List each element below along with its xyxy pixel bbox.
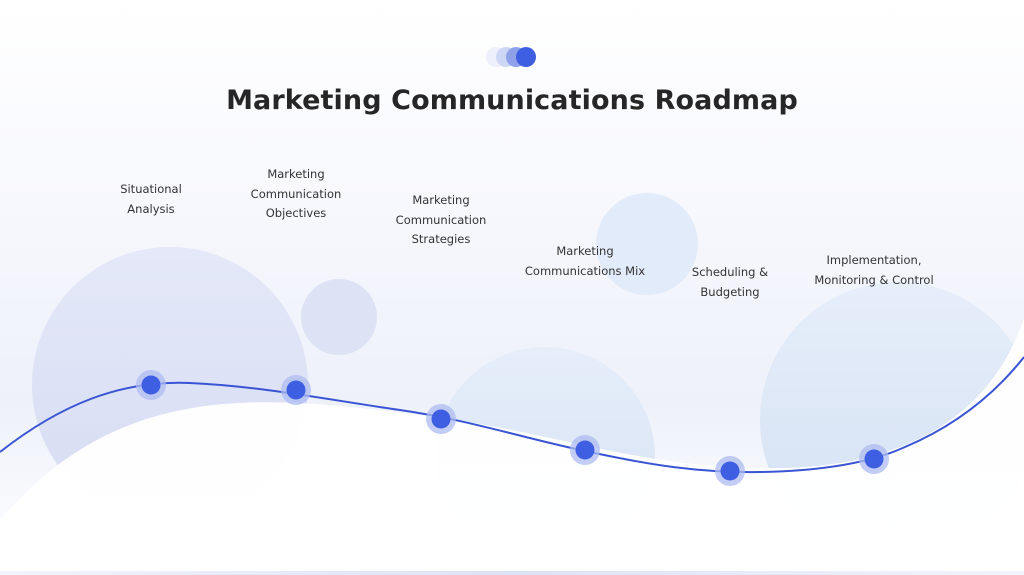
- step-label-line: Budgeting: [700, 284, 760, 299]
- step-node: [286, 380, 306, 400]
- step-label-line: Communications Mix: [524, 263, 646, 278]
- white-wave: [0, 318, 1024, 575]
- step-node: [431, 409, 451, 429]
- step-label: Implementation, Monitoring & Control: [789, 251, 959, 290]
- step-label-line: Marketing: [556, 244, 614, 258]
- step-label-line: Analysis: [127, 201, 175, 216]
- step-node: [864, 449, 884, 469]
- step-label-line: Marketing: [412, 193, 470, 207]
- step-label-line: Communication: [250, 186, 342, 201]
- step-label-line: Situational: [120, 182, 182, 196]
- step-label-line: Objectives: [265, 206, 327, 220]
- bubble-small: [301, 279, 377, 355]
- logo-dots: [486, 47, 542, 69]
- step-label-line: Monitoring & Control: [814, 272, 934, 287]
- step-label-line: Strategies: [411, 232, 471, 246]
- page-title: Marketing Communications Roadmap: [226, 85, 798, 116]
- step-label-line: Marketing: [267, 167, 325, 181]
- bubble-top: [596, 193, 698, 295]
- step-label-line: Scheduling &: [691, 265, 769, 279]
- step-node: [720, 461, 740, 481]
- step-label-line: Communication: [395, 212, 487, 227]
- logo-dot-4: [516, 47, 536, 67]
- step-node: [575, 440, 595, 460]
- step-label-line: Implementation,: [826, 253, 922, 267]
- step-label: Scheduling & Budgeting: [645, 263, 815, 302]
- bottom-accent-line: [0, 571, 1024, 575]
- step-node: [141, 375, 161, 395]
